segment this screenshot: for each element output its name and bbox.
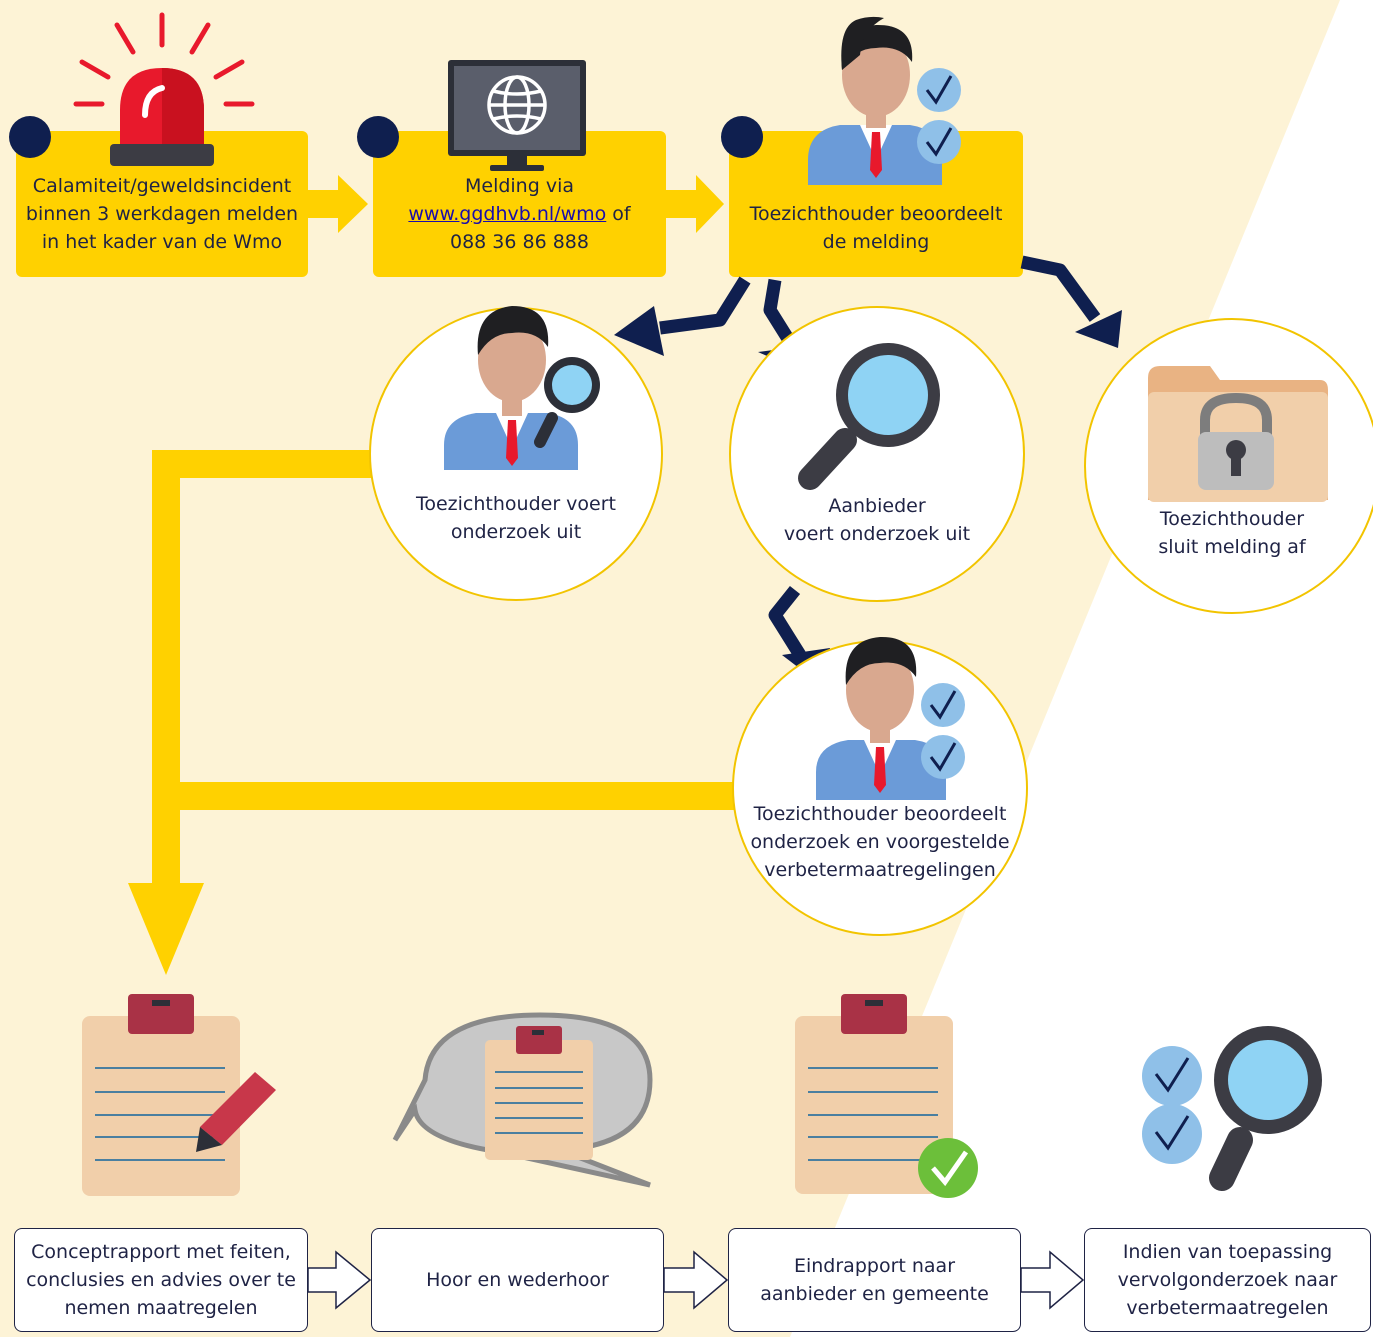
top-box-2-label: Melding via www.ggdhvb.nl/wmo of 088 36 … <box>373 172 666 256</box>
circle-3-line-1: Toezichthouder <box>1159 508 1305 530</box>
magnifier-icon <box>798 343 940 490</box>
circle-2-label: Aanbieder voert onderzoek uit <box>762 492 992 548</box>
bottom-box-4: Indien van toepassing vervolgonderzoek n… <box>1084 1228 1371 1332</box>
top-box-2-line-1: Melding via <box>464 175 574 197</box>
circle-4-line-2: onderzoek en voorgestelde <box>750 831 1010 853</box>
circle-1-line-1: Toezichthouder voert <box>415 493 616 515</box>
circle-2-line-2: voert onderzoek uit <box>783 523 971 545</box>
outline-arrows <box>307 1250 1085 1310</box>
bottom-box-4-line-1: Indien van toepassing <box>1122 1241 1333 1263</box>
inspector-checkmarks-icon <box>808 16 961 185</box>
navy-arrows <box>659 255 1101 659</box>
wmo-link[interactable]: www.ggdhvb.nl/wmo <box>408 203 607 225</box>
circle-1-line-2: onderzoek uit <box>450 521 582 543</box>
navy-dot-1 <box>9 116 51 158</box>
top-box-1 <box>16 131 308 277</box>
top-box-1-label: Calamiteit/geweldsincident binnen 3 werk… <box>16 172 308 256</box>
circle-2-line-1: Aanbieder <box>828 495 926 517</box>
checkmarks-magnifier-icon <box>1142 1026 1322 1191</box>
top-box-3 <box>729 131 1023 277</box>
bottom-box-2: Hoor en wederhoor <box>371 1228 664 1332</box>
inspector-checkmarks-icon-2 <box>816 636 965 800</box>
bottom-box-1-line-1: Conceptrapport met feiten, <box>31 1241 291 1263</box>
clipboard-pencil-icon <box>82 994 276 1196</box>
arrow-down-to-concept <box>128 883 204 975</box>
circle-3-line-2: sluit melding af <box>1158 536 1306 558</box>
top-box-3-line-1: Toezichthouder beoordeelt <box>749 203 1003 225</box>
background-tint <box>0 0 1340 1337</box>
phone-number: 088 36 86 888 <box>449 231 589 253</box>
speech-bubble-clipboard-icon <box>392 1012 653 1188</box>
locked-folder-icon <box>1148 366 1328 502</box>
top-box-1-line-3: in het kader van de Wmo <box>41 231 283 253</box>
circle-4-line-1: Toezichthouder beoordeelt <box>753 803 1007 825</box>
circle-3-label: Toezichthouder sluit melding af <box>1112 505 1352 561</box>
arrow-top-2 <box>663 175 724 233</box>
bottom-box-1: Conceptrapport met feiten, conclusies en… <box>14 1228 308 1332</box>
arrow-top-1 <box>305 175 368 233</box>
navy-dot-2 <box>357 116 399 158</box>
bottom-box-3-line-1: Eindrapport naar <box>793 1255 956 1277</box>
bottom-box-1-line-3: nemen maatregelen <box>64 1297 258 1319</box>
bottom-box-2-line-1: Hoor en wederhoor <box>426 1269 609 1291</box>
siren-icon <box>73 12 255 166</box>
monitor-globe-icon <box>448 60 586 171</box>
bottom-box-3-line-2: aanbieder en gemeente <box>760 1283 989 1305</box>
top-box-3-line-2: de melding <box>822 231 930 253</box>
top-box-2-line-2: www.ggdhvb.nl/wmo of <box>373 200 666 228</box>
circle-1-label: Toezichthouder voert onderzoek uit <box>400 490 632 546</box>
top-box-1-line-1: Calamiteit/geweldsincident <box>32 175 292 197</box>
bottom-box-4-line-3: verbetermaatregelen <box>1126 1297 1329 1319</box>
yellow-flow-lines <box>128 450 736 975</box>
circle-4-line-3: verbetermaatregelingen <box>764 859 996 881</box>
circle-4-label: Toezichthouder beoordeelt onderzoek en v… <box>746 800 1014 884</box>
top-box-1-line-2: binnen 3 werkdagen melden <box>25 203 299 225</box>
clipboard-checkmark-icon <box>795 994 978 1198</box>
bottom-box-4-line-2: vervolgonderzoek naar <box>1117 1269 1338 1291</box>
bottom-box-1-line-2: conclusies en advies over te <box>26 1269 296 1291</box>
circle-2 <box>729 306 1025 602</box>
link-suffix: of <box>606 203 631 225</box>
top-box-3-label: Toezichthouder beoordeelt de melding <box>729 200 1023 256</box>
inspector-magnifier-icon <box>444 306 600 470</box>
top-box-2 <box>373 131 666 277</box>
bottom-box-3: Eindrapport naar aanbieder en gemeente <box>728 1228 1021 1332</box>
navy-dot-3 <box>721 116 763 158</box>
